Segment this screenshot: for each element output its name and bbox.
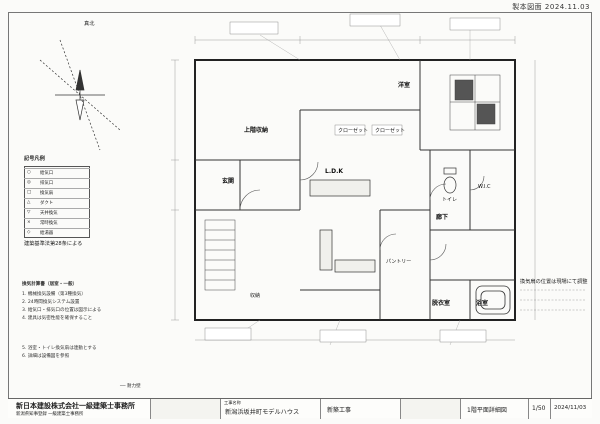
project-cell: 工事名称 新潟浜坂井町モデルハウス xyxy=(220,399,320,419)
drawing-name-cell: 1階平面詳細図 xyxy=(460,399,528,419)
legend-text: 天井換気 xyxy=(40,211,58,216)
legend-symbol: ◎ xyxy=(27,180,31,185)
room-label-ldk: L.D.K xyxy=(325,168,344,175)
date-cell: 2024/11/03 xyxy=(550,399,592,419)
drawing-date: 2024/11/03 xyxy=(554,405,587,411)
drawing-name: 1階平面詳細図 xyxy=(467,407,507,414)
blank-cell xyxy=(150,399,220,419)
company-cell: 新日本建設株式会社一級建築士事務所 新潟県知事登録 一級建築士事務所 xyxy=(8,399,150,419)
note-line: 1. 機械換気設備（第3種換気） xyxy=(22,292,86,297)
legend-row: ◇ 給湯器 xyxy=(24,228,90,236)
compass-rose-icon xyxy=(39,39,121,151)
bedroom-grid xyxy=(449,74,501,131)
work-type: 新築工事 xyxy=(327,407,352,414)
room-label-toilet: トイレ xyxy=(442,197,458,203)
legend-text: 給気口 xyxy=(40,171,54,176)
note-line: 2. 24時間換気システム設置 xyxy=(22,300,80,305)
kitchen-counter xyxy=(309,179,376,273)
legend-row: × 常時換気 xyxy=(24,218,90,226)
room-label-upper-storage: 上階収納 xyxy=(244,127,269,134)
legend-row: ○ 給気口 xyxy=(24,168,90,176)
notes-title: 換気計算書（居室・一般） xyxy=(22,282,78,287)
room-label-bathroom: 浴室 xyxy=(476,300,489,307)
room-label-storage: 収納 xyxy=(250,293,261,299)
legend-row: ◎ 排気口 xyxy=(24,178,90,186)
compass-label: 真北 xyxy=(84,21,95,27)
company-sub: 新潟県知事登録 一級建築士事務所 xyxy=(16,412,84,417)
legend-symbol: □ xyxy=(27,190,32,195)
legend-row: ▽ 天井換気 xyxy=(24,208,90,216)
right-note: 換気扇の位置は現場にて調整 xyxy=(520,279,588,285)
room-label-bedroom: 洋室 xyxy=(398,82,411,89)
room-label-entrance: 玄関 xyxy=(222,178,235,185)
drawing-stamp: 製本図面 2024.11.03 xyxy=(512,3,590,11)
room-label-hallway: 廊下 xyxy=(436,214,449,221)
outer-walls xyxy=(194,59,516,321)
note-line: 3. 給気口・排気口の位置は図示による xyxy=(22,308,102,313)
legend-row: □ 換気扇 xyxy=(24,188,90,196)
door-swings xyxy=(239,161,485,261)
room-label-pantry: パントリー xyxy=(386,259,412,265)
room-label-closet-1: クローゼット xyxy=(338,128,369,134)
toilet-fixture xyxy=(443,167,457,194)
legend-symbol: ○ xyxy=(27,170,31,175)
company-name: 新日本建設株式会社一級建築士事務所 xyxy=(16,402,135,410)
callout-boxes xyxy=(204,13,501,343)
room-label-dressing: 脱衣室 xyxy=(432,300,451,307)
room-label-wic: W.I.C xyxy=(478,184,491,190)
legend-symbol: △ xyxy=(27,200,31,205)
legend-text: 排気口 xyxy=(40,181,54,186)
scale-cell: 1/50 xyxy=(528,399,550,419)
legend-symbol: ◇ xyxy=(27,230,31,235)
note-line: 6. 詳細は設備図を参照 xyxy=(22,354,70,359)
drawing-scale: 1/50 xyxy=(532,405,546,412)
bathtub xyxy=(475,285,511,315)
legend-text: 給湯器 xyxy=(40,231,54,236)
work-type-cell: 新築工事 xyxy=(320,399,400,419)
legend-text: 換気扇 xyxy=(40,191,54,196)
right-annotation-lines xyxy=(520,289,585,311)
legend-note: 建築基準法第28条による xyxy=(24,241,83,247)
project-name: 新潟浜坂井町モデルハウス xyxy=(225,409,300,416)
legend-table xyxy=(24,166,90,238)
legend-row: △ ダクト xyxy=(24,198,90,206)
stamp-cell xyxy=(400,399,460,419)
legend-symbol: ▽ xyxy=(27,210,31,215)
project-caption: 工事名称 xyxy=(224,400,241,405)
note-line: 5. 浴室・トイレ換気扇は連動とする xyxy=(22,346,97,351)
legend-text: 常時換気 xyxy=(40,221,58,226)
symbol-note: ── 耐力壁 xyxy=(120,384,141,389)
legend-title: 記号凡例 xyxy=(24,156,45,162)
room-label-closet-2: クローゼット xyxy=(375,128,406,134)
legend-text: ダクト xyxy=(40,201,54,206)
legend-symbol: × xyxy=(27,220,31,225)
stairs xyxy=(204,219,236,291)
note-line: 4. 建具は気密性能を確保すること xyxy=(22,316,93,321)
title-block: 新日本建設株式会社一級建築士事務所 新潟県知事登録 一級建築士事務所 工事名称 … xyxy=(8,398,592,419)
